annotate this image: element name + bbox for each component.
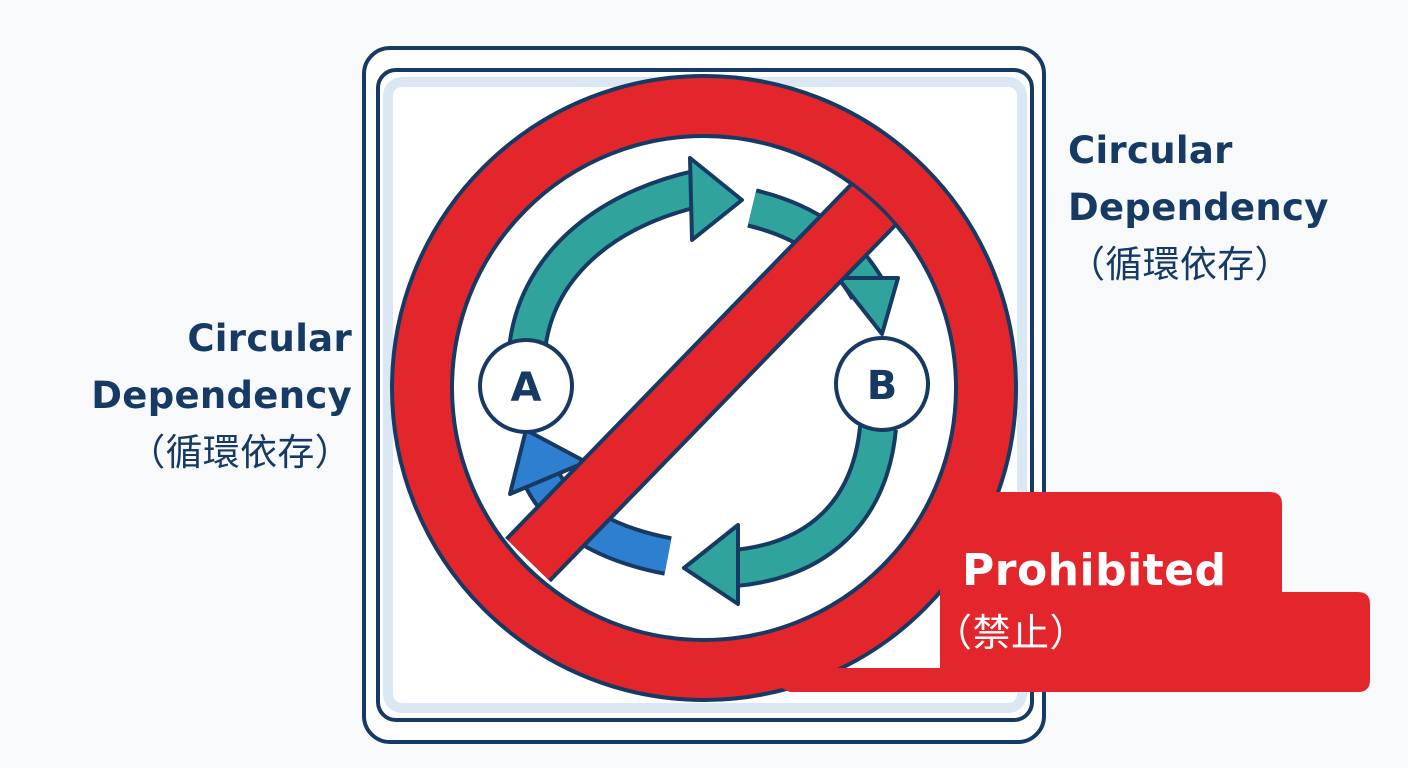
left-label-line1: Circular — [187, 317, 352, 360]
node-b: B — [834, 336, 930, 432]
prohibited-banner — [777, 492, 1370, 692]
prohibition-icon — [390, 74, 1018, 702]
arrow-head-a — [508, 428, 588, 496]
right-label-line1: Circular — [1068, 129, 1233, 172]
prohibited-label: Prohibited （禁止） — [934, 540, 1227, 664]
arrow-head-bottom — [682, 523, 740, 606]
right-label-line3: （循環依存） — [1068, 243, 1292, 286]
arrow-head-top — [688, 156, 744, 242]
right-label-line2: Dependency — [1068, 186, 1329, 229]
right-label: Circular Dependency （循環依存） — [1068, 122, 1398, 293]
left-label-line3: （循環依存） — [128, 431, 352, 474]
arrow-head-b — [836, 276, 900, 336]
prohibited-label-en: Prohibited — [962, 545, 1227, 596]
node-a: A — [478, 338, 574, 434]
node-a-label: A — [511, 365, 542, 411]
left-label-line2: Dependency — [91, 374, 352, 417]
prohibited-label-ja: （禁止） — [934, 611, 1089, 655]
left-label: Circular Dependency （循環依存） — [60, 310, 352, 481]
node-b-label: B — [867, 363, 898, 409]
